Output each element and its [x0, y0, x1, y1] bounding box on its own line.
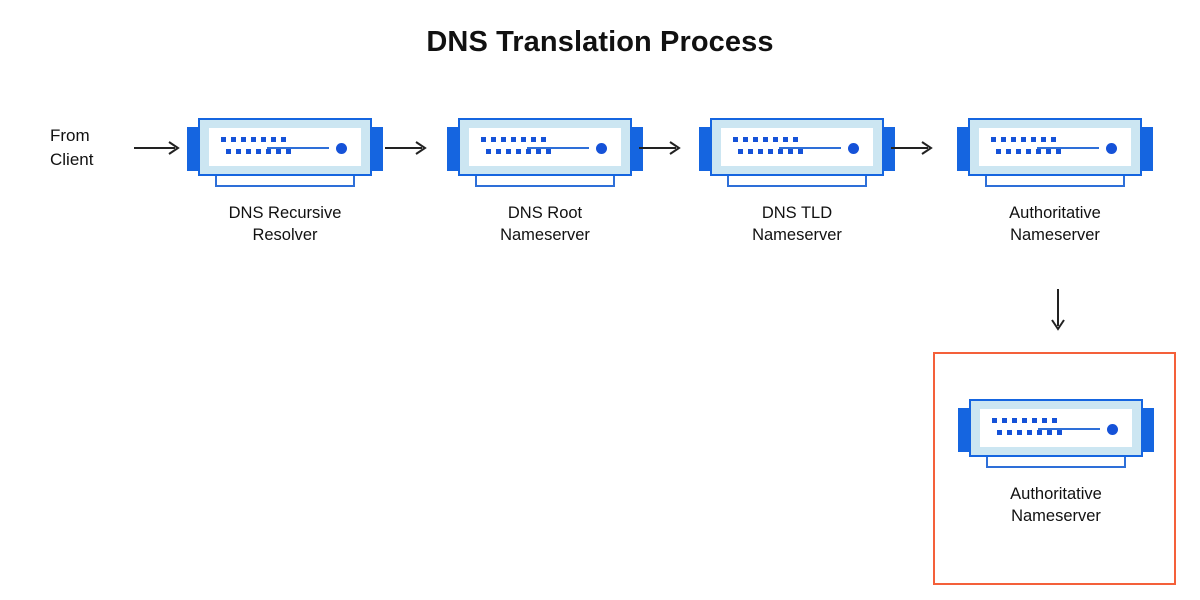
server-base	[985, 176, 1125, 187]
server-status-dot	[1107, 424, 1118, 435]
server-status-dot	[596, 143, 607, 154]
server-led-grid	[992, 418, 1066, 440]
server-right-tab	[629, 127, 643, 171]
server-led-grid	[991, 137, 1065, 159]
arrow-authoritative-to-highlight	[1047, 288, 1069, 334]
node-highlight-authoritative-nameserver: Authoritative Nameserver	[941, 399, 1171, 527]
server-right-tab	[1139, 127, 1153, 171]
server-led-grid	[221, 137, 295, 159]
server-status-dot	[848, 143, 859, 154]
server-left-tab	[447, 127, 461, 171]
server-icon	[699, 118, 895, 188]
server-body	[969, 399, 1143, 457]
highlight-box-authoritative-nameserver: Authoritative Nameserver	[933, 352, 1176, 585]
node-root-nameserver: DNS Root Nameserver	[430, 118, 660, 246]
server-left-tab	[187, 127, 201, 171]
server-base	[475, 176, 615, 187]
node-label: DNS TLD Nameserver	[752, 204, 842, 244]
node-label: DNS Root Nameserver	[500, 204, 590, 244]
node-recursive-resolver: DNS Recursive Resolver	[170, 118, 400, 246]
server-right-tab	[369, 127, 383, 171]
server-status-dot	[1106, 143, 1117, 154]
server-indicator-line	[527, 147, 589, 149]
node-label: Authoritative Nameserver	[1010, 485, 1102, 525]
node-tld-nameserver: DNS TLD Nameserver	[682, 118, 912, 246]
server-panel	[979, 128, 1131, 166]
arrow-root-to-tld	[638, 137, 690, 159]
server-right-tab	[1140, 408, 1154, 452]
server-base	[986, 457, 1126, 468]
server-panel	[980, 409, 1132, 447]
node-label: Authoritative Nameserver	[1009, 204, 1101, 244]
server-led-grid	[733, 137, 807, 159]
server-panel	[469, 128, 621, 166]
node-label: DNS Recursive Resolver	[228, 204, 342, 244]
server-left-tab	[958, 408, 972, 452]
server-indicator-line	[1038, 428, 1100, 430]
arrow-client-to-resolver	[133, 137, 185, 159]
server-left-tab	[699, 127, 713, 171]
server-body	[458, 118, 632, 176]
server-body	[198, 118, 372, 176]
node-authoritative-nameserver: Authoritative Nameserver	[940, 118, 1170, 246]
server-indicator-line	[1037, 147, 1099, 149]
arrow-resolver-to-root	[384, 137, 436, 159]
server-left-tab	[957, 127, 971, 171]
server-icon	[957, 118, 1153, 188]
server-right-tab	[881, 127, 895, 171]
arrow-tld-to-authoritative	[890, 137, 942, 159]
server-indicator-line	[267, 147, 329, 149]
from-client-label: From Client	[50, 126, 94, 169]
server-base	[215, 176, 355, 187]
server-icon	[958, 399, 1154, 469]
server-body	[710, 118, 884, 176]
server-base	[727, 176, 867, 187]
server-status-dot	[336, 143, 347, 154]
server-icon	[447, 118, 643, 188]
server-panel	[721, 128, 873, 166]
server-panel	[209, 128, 361, 166]
server-indicator-line	[779, 147, 841, 149]
server-led-grid	[481, 137, 555, 159]
page-title: DNS Translation Process	[426, 26, 774, 58]
server-body	[968, 118, 1142, 176]
server-icon	[187, 118, 383, 188]
